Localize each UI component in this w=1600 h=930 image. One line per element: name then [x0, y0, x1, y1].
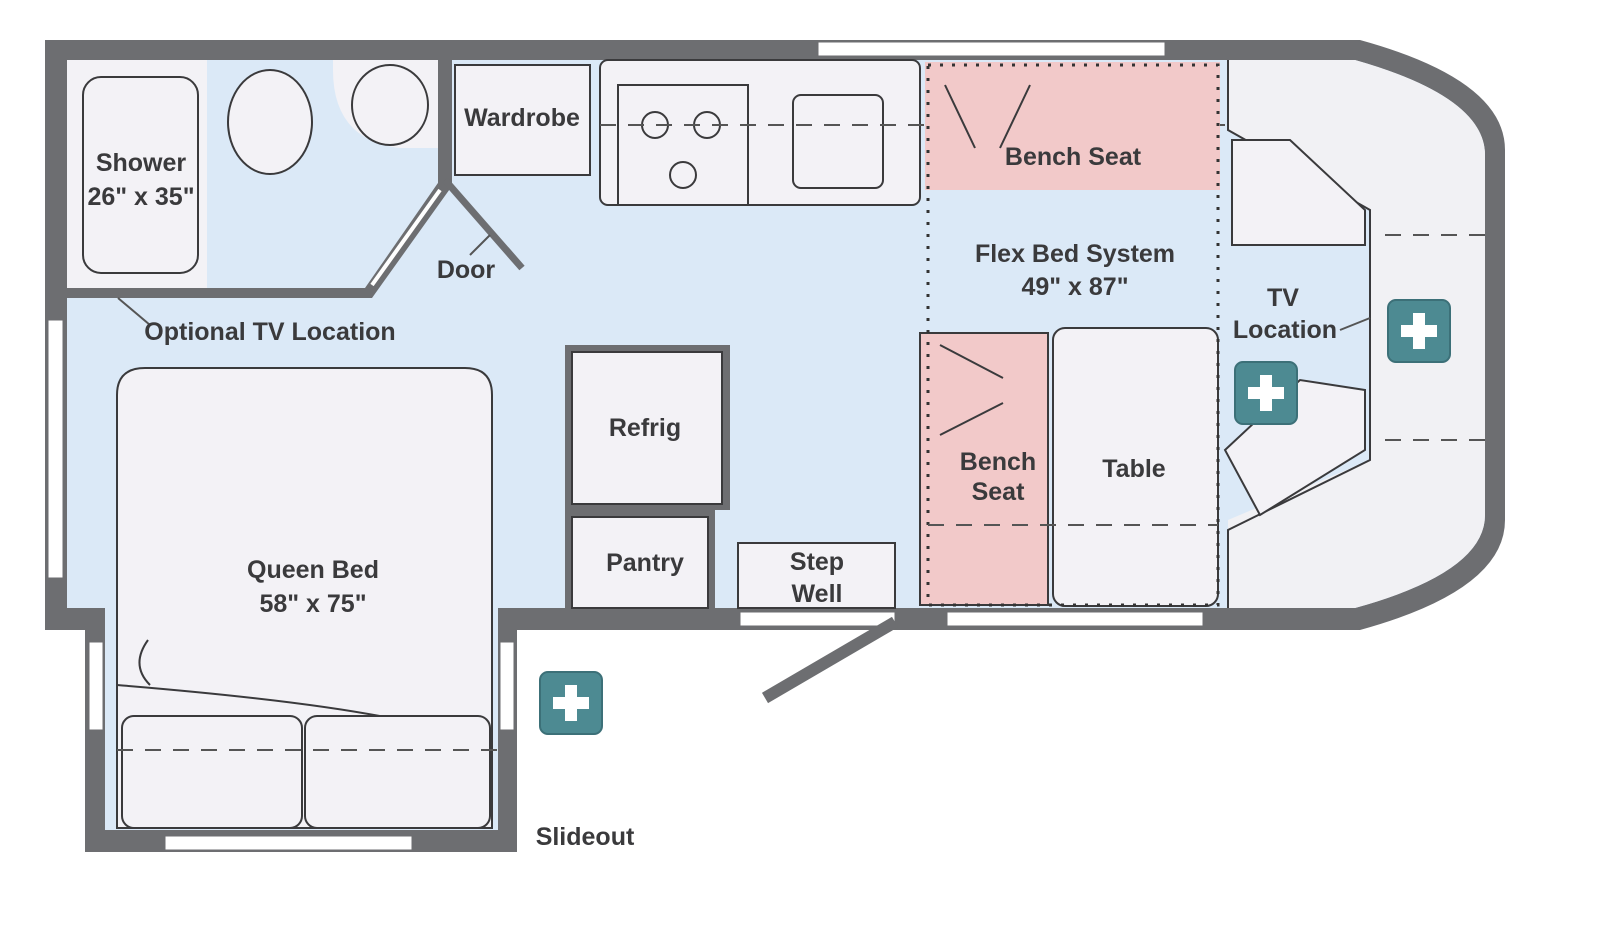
window: [499, 641, 515, 731]
window: [88, 641, 104, 731]
flex-bed-outline: [926, 63, 1220, 607]
bench-seat-top[interactable]: [925, 62, 1220, 190]
bench-seat-side[interactable]: [919, 332, 1049, 606]
cab-hotspot[interactable]: [1387, 299, 1451, 363]
shower-label: Shower: [96, 149, 187, 177]
refrig-label: Refrig: [609, 414, 681, 442]
stove: [617, 84, 749, 206]
step-well-label: Step: [790, 548, 844, 576]
step-well: [737, 542, 896, 609]
window: [739, 611, 896, 627]
bench-seat-label-2: Seat: [972, 478, 1025, 506]
queen-bed-label: Queen Bed: [247, 556, 379, 584]
table-label: Table: [1102, 455, 1166, 483]
pillow: [304, 715, 491, 829]
window: [47, 319, 64, 579]
cab-seat-driver: [1231, 139, 1366, 246]
shower-size: 26" x 35": [87, 183, 194, 211]
wardrobe[interactable]: [454, 64, 591, 176]
window: [946, 611, 1204, 627]
bathroom-door[interactable]: [442, 177, 525, 271]
plus-icon: [1248, 375, 1284, 411]
toilet: [227, 69, 313, 175]
plus-icon: [1401, 313, 1437, 349]
flex-bed-label: Flex Bed System: [975, 240, 1175, 268]
seat-hotspot[interactable]: [1234, 361, 1298, 425]
pantry-label: Pantry: [606, 549, 684, 577]
kitchen-sink: [792, 94, 884, 189]
window: [817, 41, 1166, 57]
wardrobe-label: Wardrobe: [464, 104, 580, 132]
cab-area: [1228, 60, 1485, 608]
tv-location-label-2: Location: [1233, 316, 1337, 344]
plus-icon: [553, 685, 589, 721]
flex-bed-size: 49" x 87": [1021, 273, 1128, 301]
bench-seat-label: Bench: [960, 448, 1036, 476]
refrigerator[interactable]: [571, 351, 723, 505]
step-well-label-2: Well: [792, 580, 843, 608]
queen-bed[interactable]: [116, 367, 493, 829]
queen-bed-size: 58" x 75": [259, 590, 366, 618]
slideout-hotspot[interactable]: [539, 671, 603, 735]
tv-location-label: TV: [1267, 284, 1299, 312]
entry-door[interactable]: [761, 616, 899, 704]
bench-seat-top-label: Bench Seat: [1005, 143, 1142, 171]
window: [164, 835, 413, 851]
optional-tv-label: Optional TV Location: [144, 318, 395, 346]
pillow: [121, 715, 303, 829]
door-label: Door: [437, 256, 496, 284]
slideout-label: Slideout: [536, 823, 635, 851]
bathroom-sink: [351, 64, 429, 146]
pantry[interactable]: [571, 516, 709, 609]
shower: [82, 76, 199, 274]
